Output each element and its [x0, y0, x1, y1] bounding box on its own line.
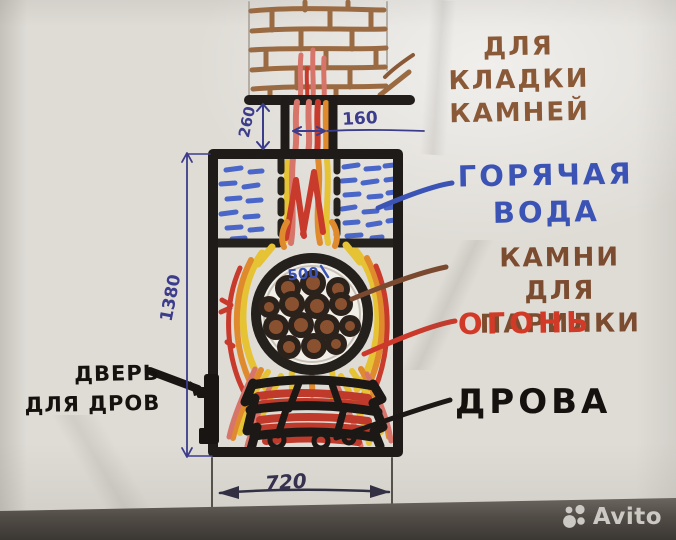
stone-chamber: 500 [251, 253, 373, 375]
water-tank-left [218, 165, 265, 242]
avito-watermark: Avito [562, 504, 662, 530]
stove-body-outline [208, 149, 403, 457]
dimension-flue-width: 160 [292, 108, 425, 136]
dimension-chimney-rise: 260 [235, 103, 270, 150]
label-fire: ОГОНЬ [457, 304, 593, 342]
label-hot-water-line2: ВОДА [492, 193, 601, 230]
label-wood-door-line1: ДВЕРЬ [74, 360, 160, 387]
label-wood-door-line2: ДЛЯ ДРОВ [24, 391, 161, 418]
door-arrow [146, 367, 208, 396]
label-chimney-masonry-line1: ДЛЯ КЛАДКИ [448, 31, 590, 96]
leader-chimney-label [383, 53, 415, 79]
svg-text:260: 260 [235, 105, 259, 139]
water-tank-right [339, 162, 398, 241]
label-wood-door: ДВЕРЬ ДЛЯ ДРОВ [19, 358, 160, 421]
brick-chimney [244, 0, 415, 105]
stones [258, 270, 361, 359]
label-chimney-masonry-line2: КАМНЕЙ [449, 96, 591, 129]
svg-text:720: 720 [264, 469, 307, 496]
dimension-stove-width: 720 [211, 457, 393, 512]
avito-logo-icon [562, 504, 585, 528]
svg-text:1380: 1380 [157, 273, 186, 323]
flame-channel [283, 155, 331, 246]
label-sauna-stones-line1: КАМНИ [499, 242, 621, 274]
label-chimney-masonry: ДЛЯ КЛАДКИ КАМНЕЙ [412, 29, 626, 131]
flue-neck [280, 95, 338, 157]
dim-500-label: 500 [287, 264, 320, 285]
dimension-stove-height: 1380 [157, 152, 213, 458]
leader-firewood [333, 397, 453, 441]
label-firewood: ДРОВА [455, 382, 612, 422]
leader-stones [349, 264, 449, 302]
avito-watermark-text: Avito [592, 504, 662, 530]
label-hot-water: ГОРЯЧАЯ ВОДА [455, 155, 636, 231]
flames-behind-bricks [297, 47, 327, 102]
firewood-door [197, 374, 219, 444]
label-hot-water-line1: ГОРЯЧАЯ [457, 156, 634, 194]
leader-hot-water [375, 180, 455, 211]
svg-text:160: 160 [342, 108, 379, 130]
leader-fire [361, 318, 458, 357]
